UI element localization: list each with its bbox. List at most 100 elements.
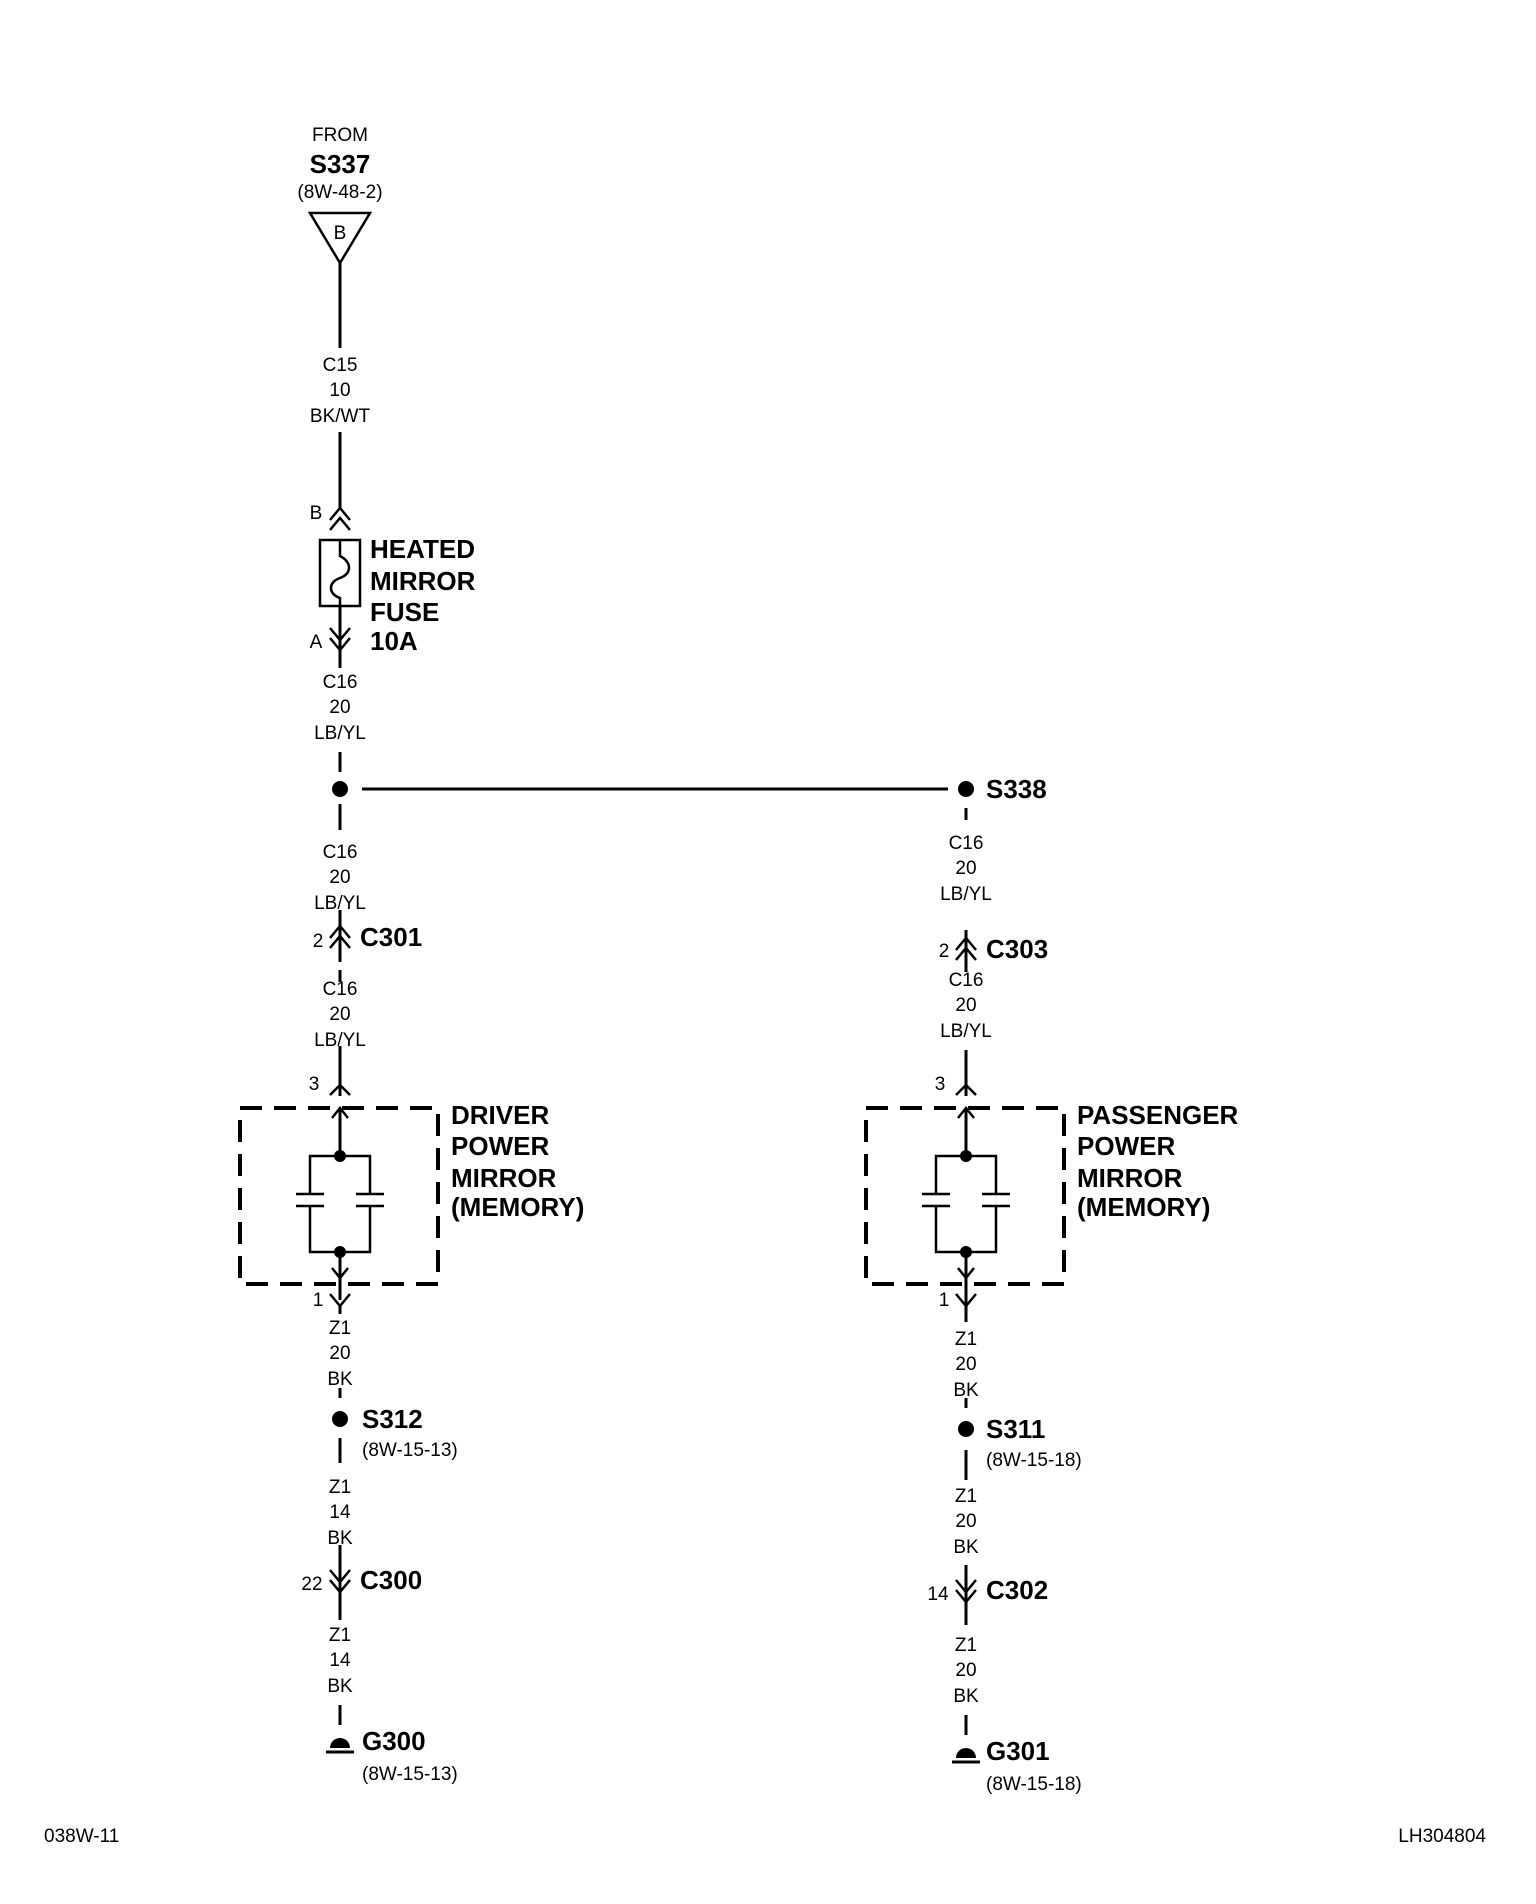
heated-mirror-fuse: B A HEATED MIRROR FUSE 10A: [310, 503, 476, 656]
splice-junction: S338: [332, 754, 1047, 804]
svg-text:BK: BK: [327, 1369, 353, 1390]
wire-label-w2: C16 20 LB/YL: [314, 672, 366, 744]
svg-text:LB/YL: LB/YL: [314, 1030, 366, 1051]
passenger-label-3: MIRROR: [1077, 1163, 1183, 1193]
ground-g301-symbol: [956, 1748, 976, 1758]
s311-label: S311: [986, 1414, 1045, 1444]
junction-dot-s338: [958, 781, 974, 797]
fuse-label-2: MIRROR: [370, 566, 476, 596]
wire-label-r2: C16 20 LB/YL: [940, 970, 992, 1042]
passenger-power-mirror: 3 1 PASSENGER POWER MIRROR (MEMORY): [864, 1074, 1239, 1322]
fuse-label-4: 10A: [370, 626, 418, 656]
g301-label: G301: [986, 1736, 1050, 1766]
svg-text:C16: C16: [949, 970, 984, 991]
c300-pin: 22: [301, 1574, 322, 1595]
svg-text:10: 10: [329, 380, 350, 401]
ground-g300-symbol: [330, 1738, 350, 1748]
footer-left-code: 038W-11: [44, 1826, 119, 1847]
svg-text:C15: C15: [323, 355, 358, 376]
svg-text:20: 20: [955, 1660, 976, 1681]
driver-label-4: (MEMORY): [451, 1192, 584, 1222]
svg-text:BK: BK: [953, 1537, 979, 1558]
svg-text:Z1: Z1: [955, 1329, 977, 1350]
driver-label-1: DRIVER: [451, 1100, 549, 1130]
s311-dot: [958, 1421, 974, 1437]
svg-text:C16: C16: [323, 672, 358, 693]
svg-text:LB/YL: LB/YL: [314, 723, 366, 744]
s312-dot: [332, 1411, 348, 1427]
svg-text:BK/WT: BK/WT: [310, 406, 371, 427]
svg-text:BK: BK: [953, 1686, 979, 1707]
fuse-label-1: HEATED: [370, 534, 475, 564]
svg-text:Z1: Z1: [955, 1486, 977, 1507]
svg-text:20: 20: [955, 858, 976, 879]
passenger-label-2: POWER: [1077, 1131, 1175, 1161]
svg-text:BK: BK: [953, 1380, 979, 1401]
wire-label-w6: Z1 14 BK: [327, 1477, 353, 1549]
splice-s312: S312 (8W-15-13): [332, 1404, 458, 1461]
s311-ref: (8W-15-18): [986, 1450, 1082, 1471]
svg-text:20: 20: [329, 867, 350, 888]
svg-text:BK: BK: [327, 1676, 353, 1697]
wire-label-w5: Z1 20 BK: [327, 1306, 353, 1390]
driver-power-mirror: 3 1 DRIVER POWER MIRROR (MEMORY): [238, 1060, 584, 1311]
c301-label: C301: [360, 922, 422, 952]
svg-text:20: 20: [955, 1511, 976, 1532]
connector-c303: 2 C303: [939, 930, 1048, 972]
svg-text:Z1: Z1: [329, 1477, 351, 1498]
svg-text:LB/YL: LB/YL: [314, 893, 366, 914]
c303-label: C303: [986, 934, 1048, 964]
wire-label-r4: Z1 20 BK: [953, 1486, 979, 1558]
connector-c301: 2 C301: [313, 915, 422, 962]
fuse-pin-bottom: A: [310, 632, 323, 653]
svg-text:20: 20: [329, 1004, 350, 1025]
c301-pin: 2: [313, 931, 324, 952]
svg-text:14: 14: [329, 1502, 351, 1523]
driver-label-2: POWER: [451, 1131, 549, 1161]
svg-text:BK: BK: [327, 1528, 353, 1549]
svg-text:LB/YL: LB/YL: [940, 1021, 992, 1042]
c302-pin: 14: [927, 1584, 949, 1605]
connector-c302: 14 C302: [927, 1565, 1048, 1625]
g300-label: G300: [362, 1726, 426, 1756]
passenger-label-1: PASSENGER: [1077, 1100, 1239, 1130]
wire-label-r5: Z1 20 BK: [953, 1635, 979, 1707]
connector-c300: 22 C300: [301, 1555, 422, 1605]
source-ref-label: (8W-48-2): [297, 182, 382, 203]
passenger-pin-in: 3: [935, 1074, 946, 1095]
svg-text:20: 20: [955, 1354, 976, 1375]
wire-label-w4: C16 20 LB/YL: [314, 979, 366, 1051]
svg-text:20: 20: [955, 995, 976, 1016]
wire-label-w1: C15 10 BK/WT: [310, 355, 371, 427]
c303-pin: 2: [939, 941, 950, 962]
fuse-pin-top: B: [310, 503, 323, 524]
c302-label: C302: [986, 1575, 1048, 1605]
s312-label: S312: [362, 1404, 423, 1434]
splice-s311: S311 (8W-15-18): [958, 1414, 1082, 1471]
ground-g300: G300 (8W-15-13): [326, 1726, 458, 1785]
passenger-pin-out: 1: [939, 1290, 950, 1311]
wire-label-r3: Z1 20 BK: [953, 1329, 979, 1401]
passenger-label-4: (MEMORY): [1077, 1192, 1210, 1222]
source-s337: FROM S337 (8W-48-2) B: [297, 125, 383, 266]
s312-ref: (8W-15-13): [362, 1440, 458, 1461]
from-label: FROM: [312, 125, 368, 146]
svg-text:C16: C16: [323, 979, 358, 1000]
wire-label-w7: Z1 14 BK: [327, 1625, 353, 1697]
svg-text:Z1: Z1: [329, 1625, 351, 1646]
svg-text:C16: C16: [323, 842, 358, 863]
passenger-mirror-box: [864, 1106, 1066, 1286]
g300-ref: (8W-15-13): [362, 1764, 458, 1785]
driver-pin-in: 3: [309, 1074, 320, 1095]
svg-text:20: 20: [329, 697, 350, 718]
driver-label-3: MIRROR: [451, 1163, 557, 1193]
driver-pin-out: 1: [313, 1290, 324, 1311]
source-splice-label: S337: [310, 149, 371, 179]
svg-text:14: 14: [329, 1650, 351, 1671]
svg-text:Z1: Z1: [955, 1635, 977, 1656]
g301-ref: (8W-15-18): [986, 1774, 1082, 1795]
ground-g301: G301 (8W-15-18): [952, 1736, 1082, 1795]
source-terminal-label: B: [334, 223, 347, 244]
svg-text:Z1: Z1: [329, 1318, 351, 1339]
